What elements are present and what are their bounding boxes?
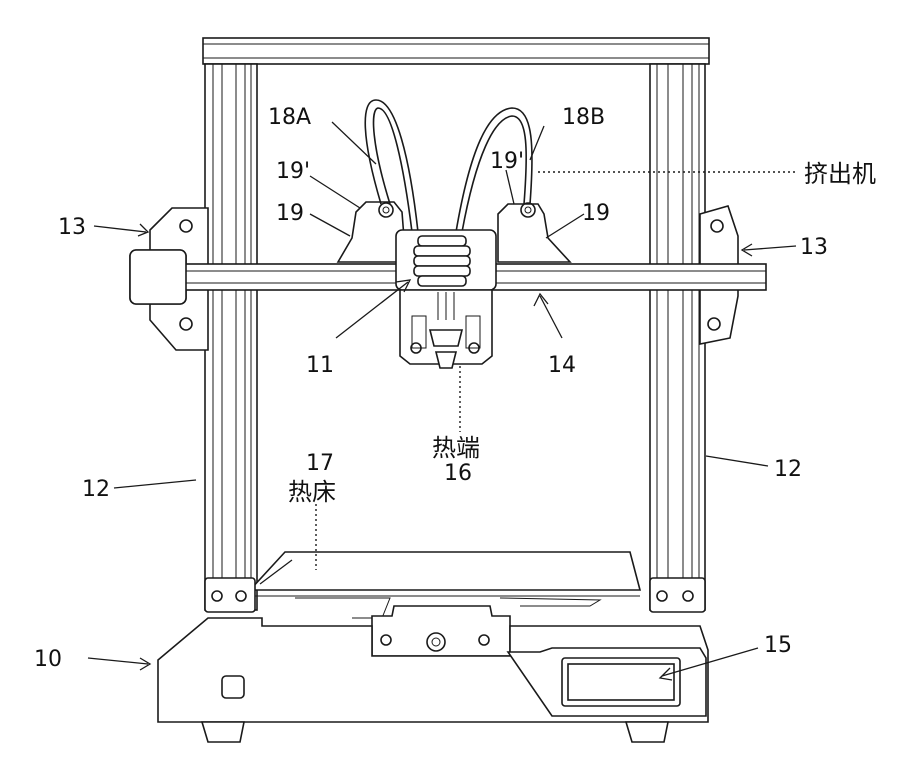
- label-13-left: 13: [58, 215, 86, 240]
- label-16: 16: [444, 461, 472, 486]
- label-19-prime-left: 19': [276, 159, 310, 184]
- label-11: 11: [306, 353, 334, 378]
- label-19-left: 19: [276, 201, 304, 226]
- left-column: [205, 64, 257, 610]
- label-13-right: 13: [800, 235, 828, 260]
- label-18a: 18A: [268, 105, 311, 130]
- top-frame-bar: [203, 38, 709, 64]
- label-hot-bed: 热床: [288, 478, 336, 506]
- label-12-right: 12: [774, 457, 802, 482]
- label-hot-end: 热端: [432, 434, 480, 462]
- label-18b: 18B: [562, 105, 605, 130]
- y-carriage-plate: [372, 606, 510, 656]
- label-15: 15: [764, 633, 792, 658]
- label-12-left: 12: [82, 477, 110, 502]
- label-19-right: 19: [582, 201, 610, 226]
- label-17: 17: [306, 451, 334, 476]
- label-19-prime-right: 19': [490, 149, 524, 174]
- print-head: [396, 230, 496, 368]
- left-extruder: [338, 202, 404, 262]
- label-14: 14: [548, 353, 576, 378]
- label-10: 10: [34, 647, 62, 672]
- right-extruder: [498, 203, 570, 262]
- label-extruder: 挤出机: [804, 160, 876, 188]
- right-column: [650, 64, 705, 610]
